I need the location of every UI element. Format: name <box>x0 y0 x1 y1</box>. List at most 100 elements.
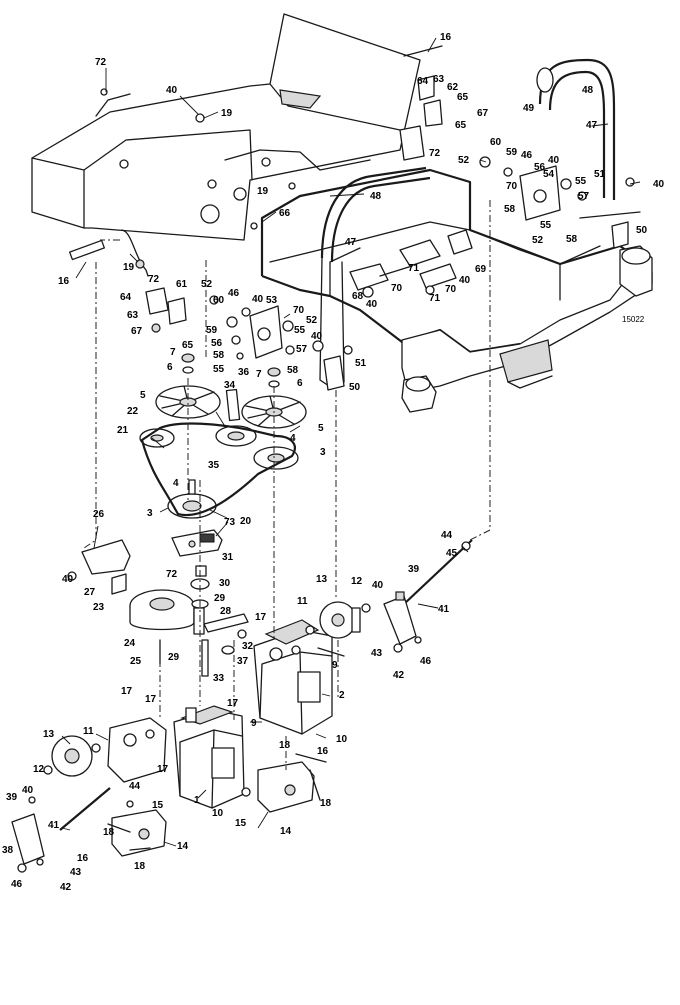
callout-62: 62 <box>447 82 459 93</box>
drawing-code: 15022 <box>622 315 645 324</box>
callout-73: 73 <box>224 517 236 528</box>
callout-7: 7 <box>170 347 176 358</box>
callout-55: 55 <box>213 364 225 375</box>
callout-4: 4 <box>290 433 296 444</box>
callout-47: 47 <box>586 120 598 131</box>
callout-39: 39 <box>6 792 18 803</box>
callout-59: 59 <box>206 325 218 336</box>
callout-58: 58 <box>287 365 299 376</box>
callout-16: 16 <box>317 746 329 757</box>
callout-61: 61 <box>176 279 188 290</box>
callout-51: 51 <box>355 358 367 369</box>
callout-6: 6 <box>297 378 303 389</box>
callout-50: 50 <box>636 225 648 236</box>
callout-68: 68 <box>352 291 364 302</box>
callout-13: 13 <box>316 574 328 585</box>
callout-55: 55 <box>540 220 552 231</box>
callout-56: 56 <box>534 162 546 173</box>
callout-47: 47 <box>345 237 357 248</box>
callout-52: 52 <box>306 315 318 326</box>
callout-22: 22 <box>127 406 139 417</box>
callout-15: 15 <box>152 800 164 811</box>
callout-66: 66 <box>279 208 291 219</box>
callout-21: 21 <box>117 425 129 436</box>
callout-15: 15 <box>235 818 247 829</box>
callout-65: 65 <box>455 120 467 131</box>
callout-29: 29 <box>168 652 180 663</box>
leader-lines <box>61 37 641 847</box>
right-control-arm <box>383 539 473 653</box>
callout-60: 60 <box>213 295 225 306</box>
callout-58: 58 <box>504 204 516 215</box>
callout-54: 54 <box>543 169 555 180</box>
callout-17: 17 <box>227 698 239 709</box>
callout-9: 9 <box>251 718 257 729</box>
callout-labels: 72 40 19 16 64 63 62 65 67 65 72 49 48 4… <box>2 32 665 893</box>
callout-27: 27 <box>84 587 96 598</box>
left-frame-fasteners <box>69 88 296 277</box>
callout-64: 64 <box>417 76 429 87</box>
callout-43: 43 <box>371 648 383 659</box>
callout-42: 42 <box>393 670 405 681</box>
callout-18: 18 <box>103 827 115 838</box>
tensioner-bracket <box>67 529 223 595</box>
callout-19: 19 <box>123 262 135 273</box>
callout-17: 17 <box>255 612 267 623</box>
callout-17: 17 <box>121 686 133 697</box>
callout-40: 40 <box>653 179 665 190</box>
callout-72: 72 <box>429 148 441 159</box>
callout-2: 2 <box>339 690 345 701</box>
callout-60: 60 <box>490 137 502 148</box>
callout-72: 72 <box>148 274 160 285</box>
callout-17: 17 <box>157 764 169 775</box>
callout-9: 9 <box>332 660 338 671</box>
control-lever-parts-lower <box>145 287 353 391</box>
callout-36: 36 <box>238 367 250 378</box>
callout-18: 18 <box>134 861 146 872</box>
callout-58: 58 <box>213 350 225 361</box>
electric-clutch <box>129 565 249 677</box>
callout-57: 57 <box>578 191 590 202</box>
callout-18: 18 <box>279 740 291 751</box>
callout-1: 1 <box>194 795 200 806</box>
callout-70: 70 <box>506 181 518 192</box>
callout-45: 45 <box>446 548 458 559</box>
callout-7: 7 <box>256 369 262 380</box>
transaxle-right <box>253 601 371 735</box>
callout-63: 63 <box>127 310 139 321</box>
callout-43: 43 <box>70 867 82 878</box>
callout-4: 4 <box>173 478 179 489</box>
main-chassis-frame <box>260 168 653 413</box>
callout-12: 12 <box>33 764 45 775</box>
callout-40: 40 <box>459 275 471 286</box>
callout-37: 37 <box>237 656 249 667</box>
callout-34: 34 <box>224 380 236 391</box>
drive-belt <box>140 422 296 517</box>
callout-58: 58 <box>566 234 578 245</box>
callout-48: 48 <box>370 191 382 202</box>
callout-30: 30 <box>219 578 231 589</box>
callout-26: 26 <box>93 509 105 520</box>
callout-14: 14 <box>177 841 189 852</box>
callout-55: 55 <box>294 325 306 336</box>
callout-10: 10 <box>336 734 348 745</box>
callout-52: 52 <box>532 235 544 246</box>
callout-11: 11 <box>83 726 94 737</box>
callout-70: 70 <box>293 305 305 316</box>
callout-46: 46 <box>11 879 23 890</box>
callout-16: 16 <box>440 32 452 43</box>
callout-3: 3 <box>320 447 326 458</box>
callout-44: 44 <box>441 530 453 541</box>
callout-17: 17 <box>145 694 157 705</box>
callout-56: 56 <box>211 338 223 349</box>
callout-40: 40 <box>62 574 74 585</box>
idler-pulleys <box>139 388 299 519</box>
transaxle-left <box>43 705 245 809</box>
roll-bar-right <box>536 58 629 249</box>
callout-16: 16 <box>58 276 70 287</box>
callout-40: 40 <box>372 580 384 591</box>
callout-65: 65 <box>182 340 194 351</box>
callout-51: 51 <box>594 169 606 180</box>
